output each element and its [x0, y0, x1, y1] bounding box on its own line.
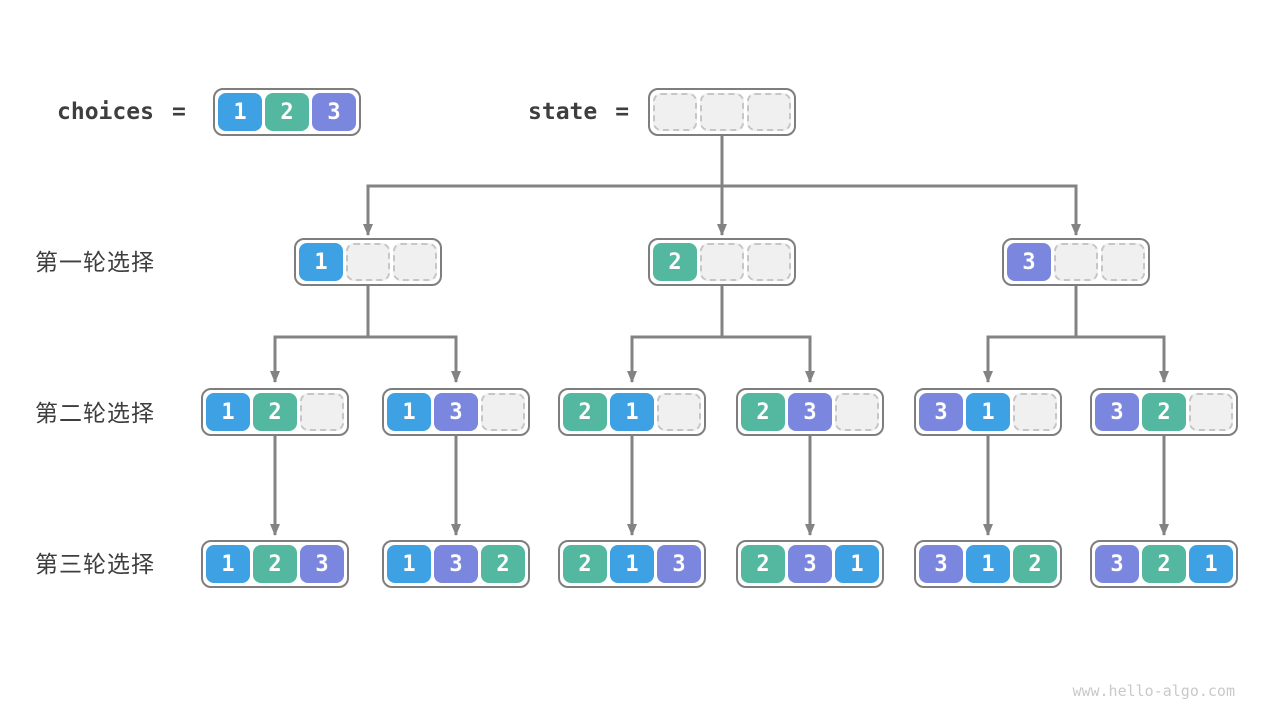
state-cell-2: 2: [1142, 545, 1186, 583]
state-cell-2: 2: [1013, 545, 1057, 583]
watermark: www.hello-algo.com: [1072, 682, 1235, 700]
state-cell-2: 2: [253, 545, 297, 583]
state-cell-empty: [346, 243, 390, 281]
state-cell-1: 1: [966, 393, 1010, 431]
choices-equals-sign: =: [171, 99, 186, 125]
state-cell-2: 2: [481, 545, 525, 583]
state-cell-2: 2: [741, 545, 785, 583]
state-cell-3: 3: [1007, 243, 1051, 281]
state-cell-1: 1: [387, 393, 431, 431]
state-box-state: [648, 88, 796, 136]
state-cell-2: 2: [1142, 393, 1186, 431]
state-equals-sign: =: [615, 99, 630, 125]
state-cell-1: 1: [610, 545, 654, 583]
choices-label: choices =: [57, 88, 186, 136]
state-label: state =: [528, 88, 629, 136]
state-cell-1: 1: [206, 393, 250, 431]
state-cell-1: 1: [835, 545, 879, 583]
state-cell-empty: [1013, 393, 1057, 431]
state-cell-empty: [1101, 243, 1145, 281]
row-label-round-2: 第二轮选择: [35, 400, 155, 426]
state-label-text: state: [528, 99, 598, 125]
state-cell-2: 2: [253, 393, 297, 431]
state-cell-2: 2: [265, 93, 309, 131]
state-cell-2: 2: [563, 393, 607, 431]
state-cell-empty: [700, 243, 744, 281]
state-cell-empty: [700, 93, 744, 131]
state-cell-empty: [393, 243, 437, 281]
state-cell-3: 3: [919, 545, 963, 583]
state-box-r1-3: 3: [1002, 238, 1150, 286]
state-cell-2: 2: [563, 545, 607, 583]
state-cell-2: 2: [653, 243, 697, 281]
state-cell-empty: [835, 393, 879, 431]
state-cell-1: 1: [387, 545, 431, 583]
state-cell-1: 1: [610, 393, 654, 431]
state-cell-3: 3: [788, 393, 832, 431]
state-box-r1-1: 1: [294, 238, 442, 286]
state-cell-3: 3: [434, 393, 478, 431]
state-cell-3: 3: [788, 545, 832, 583]
state-cell-empty: [747, 93, 791, 131]
state-cell-1: 1: [206, 545, 250, 583]
state-cell-1: 1: [1189, 545, 1233, 583]
state-cell-1: 1: [299, 243, 343, 281]
state-cell-empty: [300, 393, 344, 431]
row-label-round-3: 第三轮选择: [35, 551, 155, 577]
state-cell-3: 3: [1095, 393, 1139, 431]
state-cell-empty: [747, 243, 791, 281]
state-cell-3: 3: [312, 93, 356, 131]
state-cell-empty: [657, 393, 701, 431]
state-cell-3: 3: [657, 545, 701, 583]
state-cell-1: 1: [218, 93, 262, 131]
state-cell-empty: [1189, 393, 1233, 431]
state-cell-3: 3: [434, 545, 478, 583]
state-cell-2: 2: [741, 393, 785, 431]
state-cell-3: 3: [919, 393, 963, 431]
state-cell-empty: [481, 393, 525, 431]
state-cell-1: 1: [966, 545, 1010, 583]
state-cell-3: 3: [300, 545, 344, 583]
choices-label-text: choices: [57, 99, 154, 125]
state-cell-empty: [653, 93, 697, 131]
state-cell-3: 3: [1095, 545, 1139, 583]
row-label-round-1: 第一轮选择: [35, 249, 155, 275]
state-box-r1-2: 2: [648, 238, 796, 286]
state-cell-empty: [1054, 243, 1098, 281]
